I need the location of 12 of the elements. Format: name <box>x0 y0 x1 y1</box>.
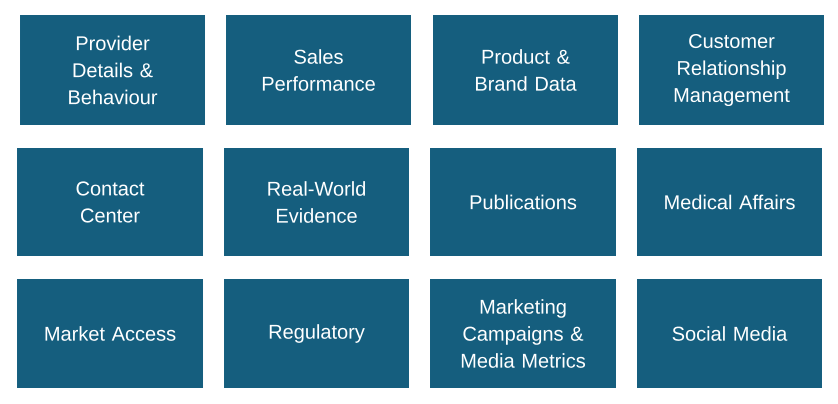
category-box: Regulatory <box>224 279 409 388</box>
category-box: Contact Center <box>17 148 203 256</box>
category-box: Publications <box>430 148 616 256</box>
category-box: Customer Relationship Management <box>639 15 824 125</box>
category-box: Market Access <box>17 279 203 388</box>
category-box: Social Media <box>637 279 822 388</box>
category-box: Product & Brand Data <box>433 15 618 125</box>
category-box: Provider Details & Behaviour <box>20 15 205 125</box>
category-box: Real-World Evidence <box>224 148 409 256</box>
category-box: Marketing Campaigns & Media Metrics <box>430 279 616 388</box>
category-box: Medical Affairs <box>637 148 822 256</box>
category-box: Sales Performance <box>226 15 411 125</box>
